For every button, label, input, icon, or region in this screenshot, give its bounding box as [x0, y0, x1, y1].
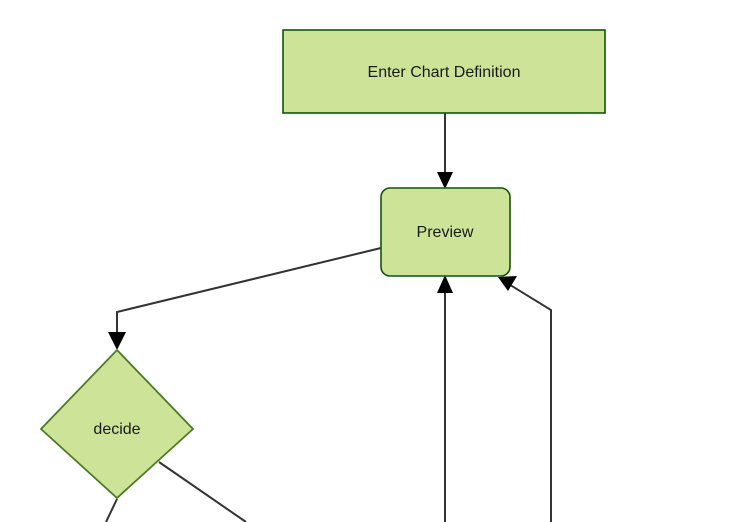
edge-line — [158, 461, 247, 522]
node-label-decide: decide — [93, 421, 140, 438]
node-preview[interactable]: Preview — [380, 187, 511, 277]
arrowhead-icon — [108, 332, 126, 350]
node-diamond[interactable] — [39, 348, 195, 500]
node-decide[interactable]: decide — [39, 348, 195, 500]
arrowhead-icon — [437, 172, 453, 189]
edge-bottom-right-to-preview — [498, 276, 552, 522]
node-enter-chart-definition[interactable]: Enter Chart Definition — [282, 29, 606, 114]
arrowhead-icon — [437, 275, 453, 293]
edge-line — [506, 282, 552, 522]
edge-line — [105, 498, 118, 522]
node-rectangle[interactable] — [282, 29, 606, 114]
node-label-enter: Enter Chart Definition — [368, 64, 521, 81]
edge-preview-to-decide — [108, 247, 382, 350]
node-label-preview: Preview — [417, 224, 474, 241]
edge-line — [116, 247, 382, 340]
edge-bottom-center-to-preview — [437, 275, 453, 522]
arrowhead-icon — [498, 276, 517, 291]
edge-decide-branch-left — [105, 498, 118, 522]
edge-enter-to-preview — [437, 113, 453, 189]
node-rounded-rectangle[interactable] — [380, 187, 511, 277]
edge-decide-branch-right — [158, 461, 247, 522]
